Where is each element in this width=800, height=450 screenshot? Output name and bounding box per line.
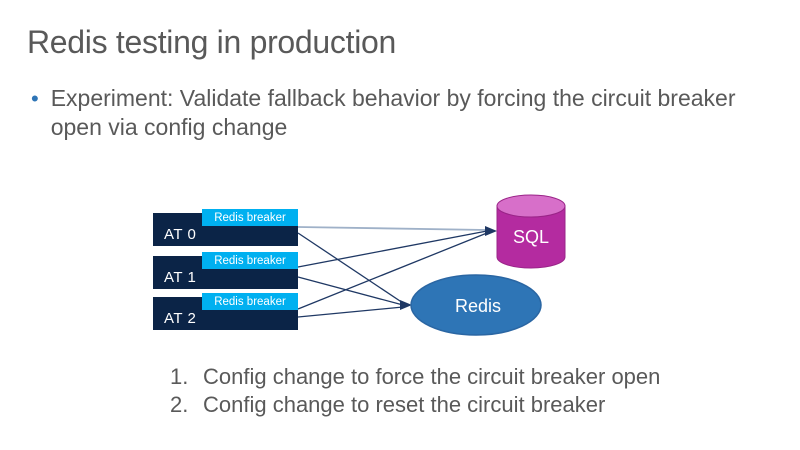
connector-at0-sql — [297, 226, 488, 231]
list-item-text: Config change to force the circuit break… — [203, 364, 661, 389]
list-item-number: 2. — [170, 392, 189, 417]
numbered-list: 1. Config change to force the circuit br… — [170, 363, 660, 419]
at2-label: AT 2 — [164, 310, 197, 327]
connector-at1-sql — [297, 230, 488, 268]
redis-breaker-label: Redis breaker — [214, 295, 286, 308]
sql-label: SQL — [513, 227, 549, 247]
redis-breaker-badge: Redis breaker — [202, 293, 298, 310]
list-item: 2. Config change to reset the circuit br… — [170, 391, 660, 419]
redis-breaker-badge: Redis breaker — [202, 209, 298, 226]
arrowhead-redis-icon — [400, 300, 412, 310]
connector-at2-redis — [297, 306, 404, 318]
node-at1: Redis breaker AT 1 — [153, 252, 298, 289]
sql-cylinder-top — [496, 194, 566, 218]
redis-node: Redis — [410, 274, 542, 336]
bullet-marker: • — [31, 86, 39, 111]
node-at0: Redis breaker AT 0 — [153, 209, 298, 246]
connector-at0-redis — [297, 232, 404, 304]
redis-breaker-label: Redis breaker — [214, 254, 286, 267]
at1-label: AT 1 — [164, 269, 197, 286]
redis-breaker-label: Redis breaker — [214, 211, 286, 224]
slide-title: Redis testing in production — [27, 24, 397, 60]
at0-label: AT 0 — [164, 226, 197, 243]
node-at2: Redis breaker AT 2 — [153, 293, 298, 330]
sql-cylinder: SQL — [496, 194, 566, 269]
redis-breaker-badge: Redis breaker — [202, 252, 298, 269]
list-item-number: 1. — [170, 364, 189, 389]
bullet-text: Experiment: Validate fallback behavior b… — [50, 85, 736, 140]
list-item: 1. Config change to force the circuit br… — [170, 363, 660, 391]
redis-label: Redis — [455, 296, 501, 316]
arrowhead-sql-icon — [485, 226, 497, 236]
list-item-text: Config change to reset the circuit break… — [203, 392, 606, 417]
connector-at2-sql — [297, 232, 488, 310]
bullet-item: • Experiment: Validate fallback behavior… — [31, 84, 771, 142]
connector-at1-redis — [297, 276, 404, 306]
redis-ellipse — [410, 274, 542, 336]
